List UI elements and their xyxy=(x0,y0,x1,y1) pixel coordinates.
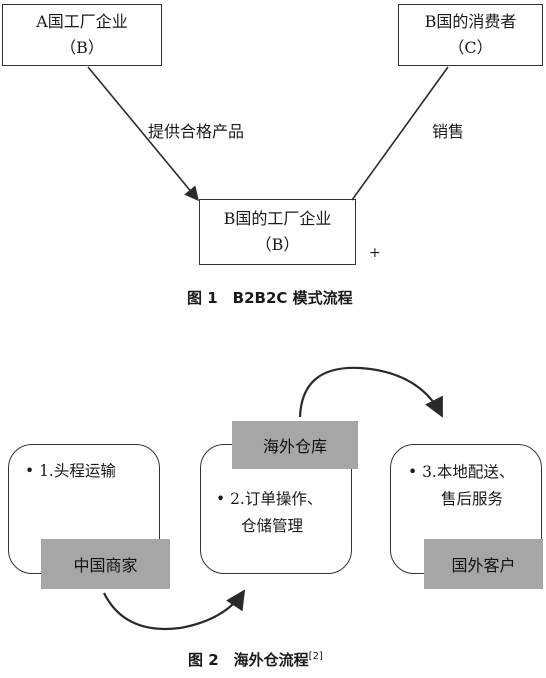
curved-arrow-bottom xyxy=(103,589,246,631)
step-2-line1: • 2.订单操作、 xyxy=(216,490,323,508)
node-c-line2: （C） xyxy=(448,38,493,57)
edge-label-supply: 提供合格产品 xyxy=(148,122,245,141)
edge-label-sales: 销售 xyxy=(432,122,465,141)
gray-box-overseas-warehouse: 海外仓库 xyxy=(232,421,358,469)
step-3-line2: 售后服务 xyxy=(441,490,504,508)
node-a-line1: A国工厂企业 xyxy=(36,12,128,31)
figure-2-caption: 图 2 海外仓流程[2] xyxy=(188,649,323,670)
figure-2-caption-ref: [2] xyxy=(308,651,323,662)
step-3-line1: • 3.本地配送、 xyxy=(408,463,515,481)
node-a-line2: （B） xyxy=(60,38,104,57)
arrow-a-to-b xyxy=(87,66,199,202)
node-b-factory: B国的工厂企业 （B） xyxy=(199,199,356,265)
plus-mark: + xyxy=(369,245,381,261)
node-c-consumer: B国的消费者 （C） xyxy=(398,4,543,66)
figure-2-caption-text: 图 2 海外仓流程 xyxy=(188,651,309,669)
node-b-line1: B国的工厂企业 xyxy=(223,209,332,228)
step-2-line2: 仓储管理 xyxy=(241,517,304,535)
gray-box-chinese-merchant: 中国商家 xyxy=(41,539,170,589)
line-b-to-c xyxy=(351,66,449,201)
curved-arrow-top xyxy=(298,366,443,418)
node-a-factory: A国工厂企业 （B） xyxy=(2,4,162,66)
gray-box-foreign-customer: 国外客户 xyxy=(424,539,543,589)
step-1-text: • 1.头程运输 xyxy=(25,462,116,480)
node-b-line2: （B） xyxy=(255,235,300,254)
figure-1-caption: 图 1 B2B2C 模式流程 xyxy=(187,289,353,307)
node-c-line1: B国的消费者 xyxy=(424,12,517,31)
